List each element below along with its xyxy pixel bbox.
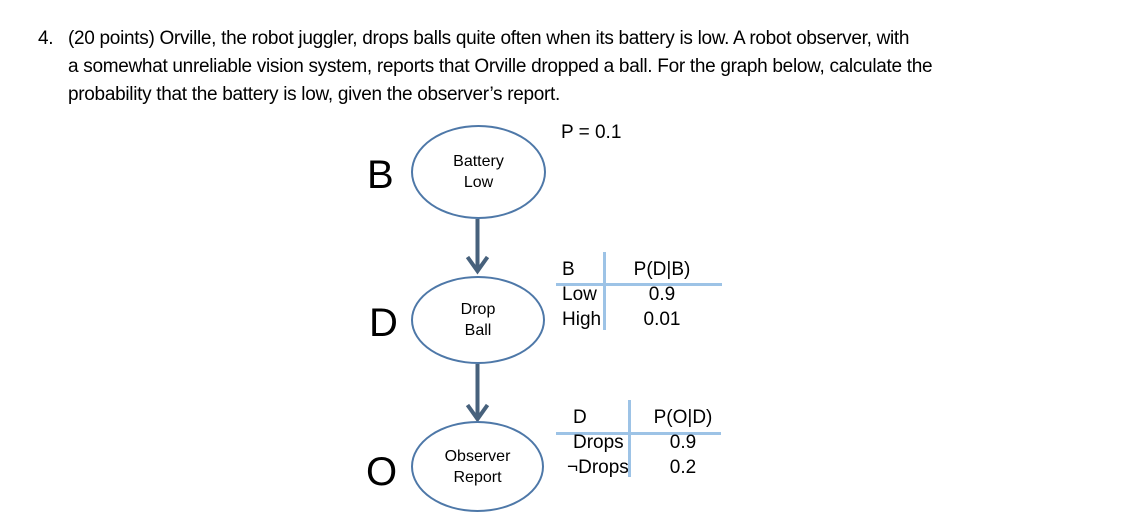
problem-text-line-3: probability that the battery is low, giv… bbox=[68, 84, 561, 105]
cpt1-col1-header: B bbox=[562, 259, 575, 280]
node-drop-ball-label-line-2: Ball bbox=[464, 322, 492, 339]
cpt1-row-high: High 0.01 bbox=[562, 307, 720, 332]
cpt1-header-row: B P(D|B) bbox=[562, 257, 720, 282]
node-drop-ball-label-line-1: Drop bbox=[460, 301, 496, 318]
node-battery-low: Battery Low bbox=[411, 125, 546, 219]
edge-arrowhead-d-to-o bbox=[465, 403, 490, 423]
cpt1-row-low: Low 0.9 bbox=[562, 282, 720, 307]
cpt2-vertical-rule bbox=[628, 400, 631, 477]
problem-text: (20 points) Orville, the robot juggler, … bbox=[68, 25, 933, 109]
cpt1-row-low-probability: 0.9 bbox=[648, 284, 676, 305]
edge-arrow-d-to-o bbox=[465, 364, 490, 423]
node-drop-ball: Drop Ball bbox=[411, 276, 545, 364]
cpt2-row-drops-condition: Drops bbox=[573, 432, 624, 453]
cpt2-row-not-drops-condition: ¬Drops bbox=[567, 457, 629, 478]
cpt-table-drop-ball: B P(D|B) Low 0.9 High 0.01 bbox=[556, 252, 722, 332]
cpt2-row-not-drops-probability: 0.2 bbox=[669, 457, 697, 478]
cpt1-col2-header: P(D|B) bbox=[633, 259, 691, 280]
cpt-table-observer-report: D P(O|D) Drops 0.9 ¬Drops 0.2 bbox=[556, 400, 738, 480]
cpt2-header-rule bbox=[556, 432, 721, 435]
problem-text-line-2: a somewhat unreliable vision system, rep… bbox=[68, 56, 933, 77]
node-letter-d: D bbox=[369, 301, 398, 345]
node-observer-report: Observer Report bbox=[411, 421, 544, 512]
cpt2-header-row: D P(O|D) bbox=[567, 405, 738, 430]
problem-text-line-1: (20 points) Orville, the robot juggler, … bbox=[68, 28, 910, 49]
cpt2-row-drops-probability: 0.9 bbox=[669, 432, 697, 453]
problem-number: 4. bbox=[38, 28, 54, 49]
cpt1-row-low-condition: Low bbox=[562, 284, 597, 305]
node-observer-report-label-line-1: Observer bbox=[444, 447, 511, 465]
cpt1-row-high-condition: High bbox=[562, 309, 602, 330]
edge-arrowhead-b-to-d bbox=[465, 255, 490, 275]
cpt1-vertical-rule bbox=[603, 252, 606, 330]
edge-arrow-b-to-d bbox=[465, 219, 490, 275]
cpt2-col1-header: D bbox=[573, 407, 587, 428]
cpt2-row-drops: Drops 0.9 bbox=[567, 430, 738, 455]
node-observer-report-label-line-2: Report bbox=[453, 468, 502, 486]
cpt1-row-high-probability: 0.01 bbox=[643, 309, 681, 330]
cpt2-row-not-drops: ¬Drops 0.2 bbox=[567, 455, 738, 480]
node-letter-b: B bbox=[367, 153, 394, 197]
node-letter-o: O bbox=[366, 450, 398, 494]
node-battery-low-label-line-2: Low bbox=[463, 174, 494, 191]
problem-statement: 4. (20 points) Orville, the robot juggle… bbox=[38, 25, 933, 109]
cpt1-header-rule bbox=[556, 283, 722, 286]
cpt2-col2-header: P(O|D) bbox=[653, 407, 713, 428]
node-battery-low-label-line-1: Battery bbox=[453, 153, 504, 170]
prior-probability-label: P = 0.1 bbox=[561, 122, 622, 143]
